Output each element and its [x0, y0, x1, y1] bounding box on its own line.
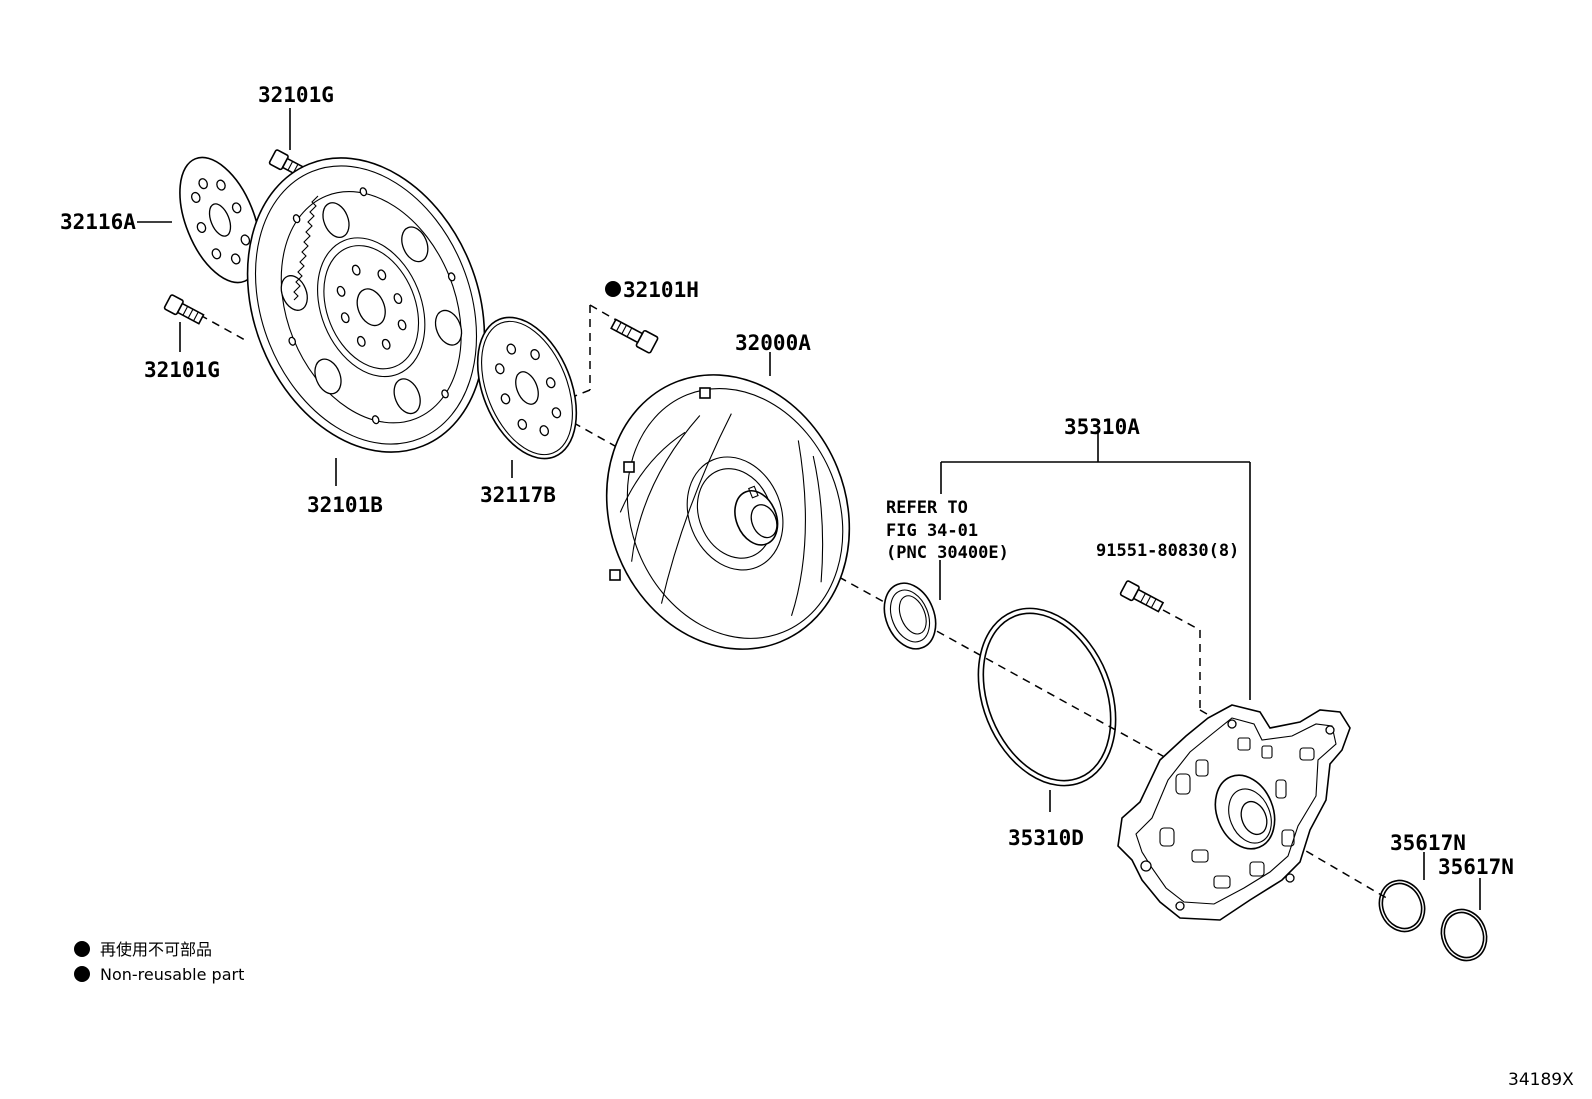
label-32101H: 32101H: [623, 278, 699, 302]
label-32101G-top: 32101G: [258, 83, 334, 107]
drive-plate-32116A: [179, 156, 261, 284]
label-refer-line1: REFER TO: [886, 498, 968, 518]
bolt-32101H: [610, 318, 659, 354]
non-reusable-marker-icon: [605, 281, 621, 297]
leader-lines: [137, 108, 1481, 910]
label-35310A: 35310A: [1064, 415, 1140, 439]
label-refer-line2: FIG 34-01: [886, 521, 978, 541]
torque-converter-32000A: [605, 374, 851, 650]
label-32101G-left: 32101G: [144, 358, 220, 382]
o-ring-35310D: [977, 607, 1117, 787]
legend-bullet-icon: [74, 941, 90, 957]
spacer-plate-32117B: [476, 316, 578, 460]
legend-japanese: 再使用不可部品: [100, 940, 212, 959]
label-32000A: 32000A: [735, 331, 811, 355]
bolt-91551-80830: [1119, 580, 1165, 613]
label-91551-80830: 91551-80830(8): [1096, 541, 1239, 561]
oil-seal: [883, 582, 937, 650]
flywheel-32101B: [246, 157, 486, 453]
label-35617N-b: 35617N: [1438, 855, 1514, 879]
label-refer-line3: (PNC 30400E): [886, 543, 1009, 563]
bolt-32101G-left: [163, 294, 205, 325]
label-35310D: 35310D: [1008, 826, 1084, 850]
seal-ring-35617N-b: [1440, 908, 1488, 962]
seal-ring-35617N-a: [1378, 879, 1426, 933]
legend: 再使用不可部品 Non-reusable part: [74, 940, 244, 984]
ring-gear-teeth: [293, 195, 319, 301]
figure-id: 34189X: [1508, 1070, 1574, 1090]
label-32101B: 32101B: [307, 493, 383, 517]
oil-pump-35310A: [1117, 704, 1351, 921]
callout-labels: 32101G 32116A 32101G 32101B 32101H 32117…: [60, 83, 1514, 879]
label-35617N-a: 35617N: [1390, 831, 1466, 855]
label-32116A: 32116A: [60, 210, 136, 234]
legend-english: Non-reusable part: [100, 965, 244, 984]
label-32117B: 32117B: [480, 483, 556, 507]
legend-bullet-icon: [74, 966, 90, 982]
torque-converter-lugs: [609, 387, 711, 581]
